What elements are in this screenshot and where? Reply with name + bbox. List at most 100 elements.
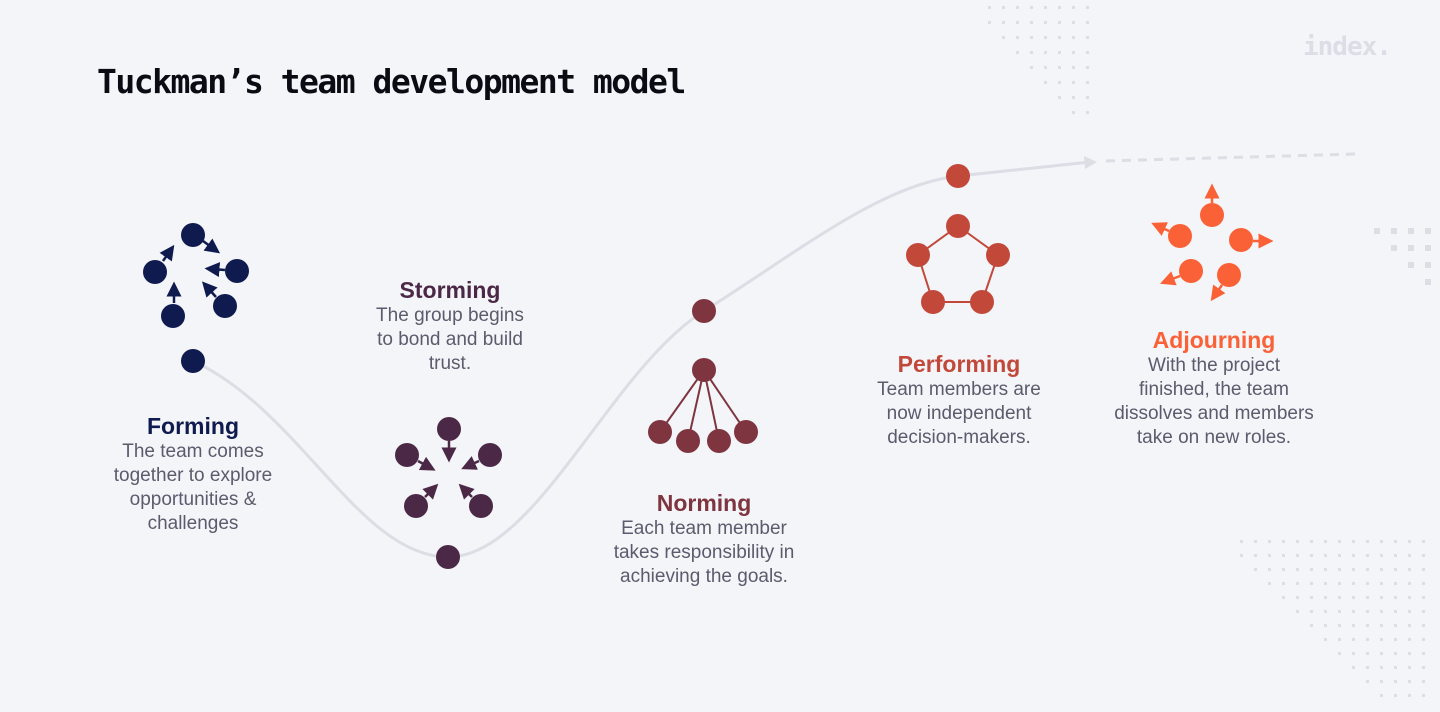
stage-description-line: trust. [428, 353, 472, 374]
decor-dot [1016, 36, 1019, 39]
decor-dot [1338, 540, 1341, 543]
decor-dot [1408, 596, 1411, 599]
stage-title: Performing [897, 351, 1021, 377]
decor-dot [1366, 568, 1369, 571]
stage-description-line: Team members are [877, 379, 1041, 400]
decor-dot [1240, 554, 1243, 557]
development-curve [192, 160, 1091, 559]
stage-adjourning: Adjourning With the project finished, th… [1084, 326, 1344, 450]
decor-dot [1044, 21, 1047, 24]
decor-dot [1324, 554, 1327, 557]
decor-dot [1394, 568, 1397, 571]
decor-dot [1254, 554, 1257, 557]
decor-dot [1425, 228, 1431, 234]
decor-dot [1044, 36, 1047, 39]
decor-dot [1394, 666, 1397, 669]
decor-dot [1380, 666, 1383, 669]
decor-dot [1086, 96, 1089, 99]
decor-dot [1044, 51, 1047, 54]
curve-arrowhead [1084, 156, 1097, 169]
decor-dot [1366, 680, 1369, 683]
decor-dot [1338, 582, 1341, 585]
decor-dot [1394, 624, 1397, 627]
decor-dot [1296, 540, 1299, 543]
decor-dot [1380, 694, 1383, 697]
decor-dot [1086, 81, 1089, 84]
forming-curve-node [181, 349, 205, 373]
decor-dot [1366, 624, 1369, 627]
decor-dot [1352, 666, 1355, 669]
decor-dot [1380, 638, 1383, 641]
decor-dot [1366, 666, 1369, 669]
decor-dot [1086, 21, 1089, 24]
decor-dot [1310, 568, 1313, 571]
decor-dot [1254, 568, 1257, 571]
decor-dot [1044, 81, 1047, 84]
decor-dot [1394, 596, 1397, 599]
decor-dot [1366, 610, 1369, 613]
decor-dot [1408, 540, 1411, 543]
decor-dot [1408, 554, 1411, 557]
decor-dot [1044, 66, 1047, 69]
decor-dot [1352, 568, 1355, 571]
decor-dot [1086, 66, 1089, 69]
stage-title: Norming [656, 490, 752, 516]
decor-dot [1408, 624, 1411, 627]
decor-dot [1324, 596, 1327, 599]
decor-dot [1352, 624, 1355, 627]
decor-dot [1338, 652, 1341, 655]
decor-dot [1030, 36, 1033, 39]
decor-dot [1002, 36, 1005, 39]
decor-dot [1338, 624, 1341, 627]
decor-dot [1422, 596, 1425, 599]
decor-dot [1408, 568, 1411, 571]
decor-dot [1380, 680, 1383, 683]
decor-dot [1366, 652, 1369, 655]
decor-dot [1391, 245, 1397, 251]
decor-dot [1086, 111, 1089, 114]
adjourning-icon [1151, 183, 1274, 302]
stage-description-line: takes responsibility in [613, 542, 795, 563]
decor-dot [1030, 6, 1033, 9]
decor-dot [1408, 694, 1411, 697]
decor-dot [1391, 228, 1397, 234]
stage-description-line: opportunities & [129, 489, 257, 510]
stage-title: Storming [399, 277, 501, 303]
decor-dot [1380, 610, 1383, 613]
decor-dot [1058, 66, 1061, 69]
norming-curve-node [692, 299, 716, 323]
stage-description-line: to bond and build [377, 329, 523, 350]
decor-dot [1324, 638, 1327, 641]
index-logo: index. [1303, 32, 1392, 62]
decor-dot [1016, 21, 1019, 24]
decor-dot [1296, 610, 1299, 613]
decor-dot [1072, 36, 1075, 39]
decor-dot [1394, 638, 1397, 641]
decor-dot [1338, 568, 1341, 571]
decor-dot [1268, 582, 1271, 585]
decor-dot [1352, 554, 1355, 557]
decor-dot [1324, 582, 1327, 585]
decor-dot [1352, 582, 1355, 585]
decor-dot [1296, 582, 1299, 585]
decor-dot [1380, 540, 1383, 543]
decor-dot [1425, 245, 1431, 251]
decor-dot [1072, 6, 1075, 9]
stage-description-line: now independent [886, 403, 1032, 424]
decor-dot [1352, 540, 1355, 543]
stage-description-line: dissolves and members [1114, 403, 1314, 424]
decor-dot [1425, 262, 1431, 268]
decor-dot [1044, 6, 1047, 9]
decor-dot [1408, 680, 1411, 683]
decor-dot [1366, 582, 1369, 585]
decor-dot [1338, 610, 1341, 613]
decor-dot [1408, 262, 1414, 268]
decor-dot [1254, 540, 1257, 543]
decor-dot [1282, 568, 1285, 571]
decor-dot [988, 21, 991, 24]
storming-curve-node [436, 545, 460, 569]
decor-dot [1422, 680, 1425, 683]
decor-dot [1422, 610, 1425, 613]
page-title: Tuckman’s team development model [97, 62, 686, 101]
decor-dot [1408, 228, 1414, 234]
